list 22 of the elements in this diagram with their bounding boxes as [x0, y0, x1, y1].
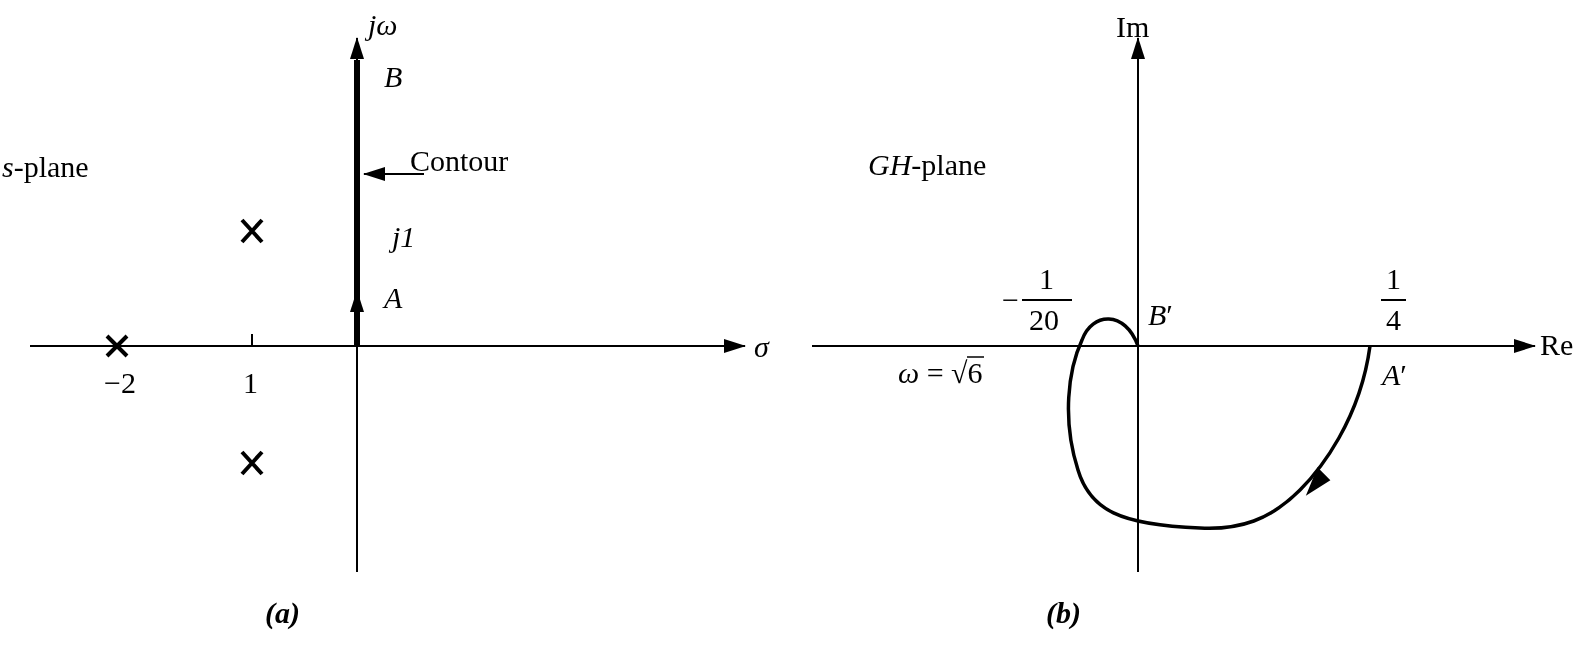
leader-arrow [363, 167, 425, 181]
point-label: A′ [1382, 360, 1407, 390]
tick-label: 1 [1039, 264, 1054, 294]
panel-caption: (b) [1046, 598, 1081, 628]
axis-label: Re [1540, 330, 1573, 360]
tick-label: 20 [1029, 305, 1059, 335]
tick-label: 1 [243, 368, 258, 398]
point-label: B′ [1148, 300, 1173, 330]
callout-label: Contour [410, 146, 509, 176]
contour-line [350, 60, 364, 346]
plane-label: GH-plane [868, 150, 987, 180]
panel-caption: (a) [265, 598, 300, 628]
axis-label: Im [1116, 12, 1150, 42]
plane-label: s-plane [2, 152, 89, 182]
tick-label: −2 [104, 368, 136, 398]
tick-label: ω = √6 [898, 358, 983, 388]
tick-label: 1 [1386, 264, 1401, 294]
tick-label: 4 [1386, 305, 1401, 335]
tick-label: − [1002, 285, 1019, 315]
axis-label: σ [754, 332, 769, 362]
point-label: B [384, 62, 403, 92]
point-label: A [384, 283, 403, 313]
